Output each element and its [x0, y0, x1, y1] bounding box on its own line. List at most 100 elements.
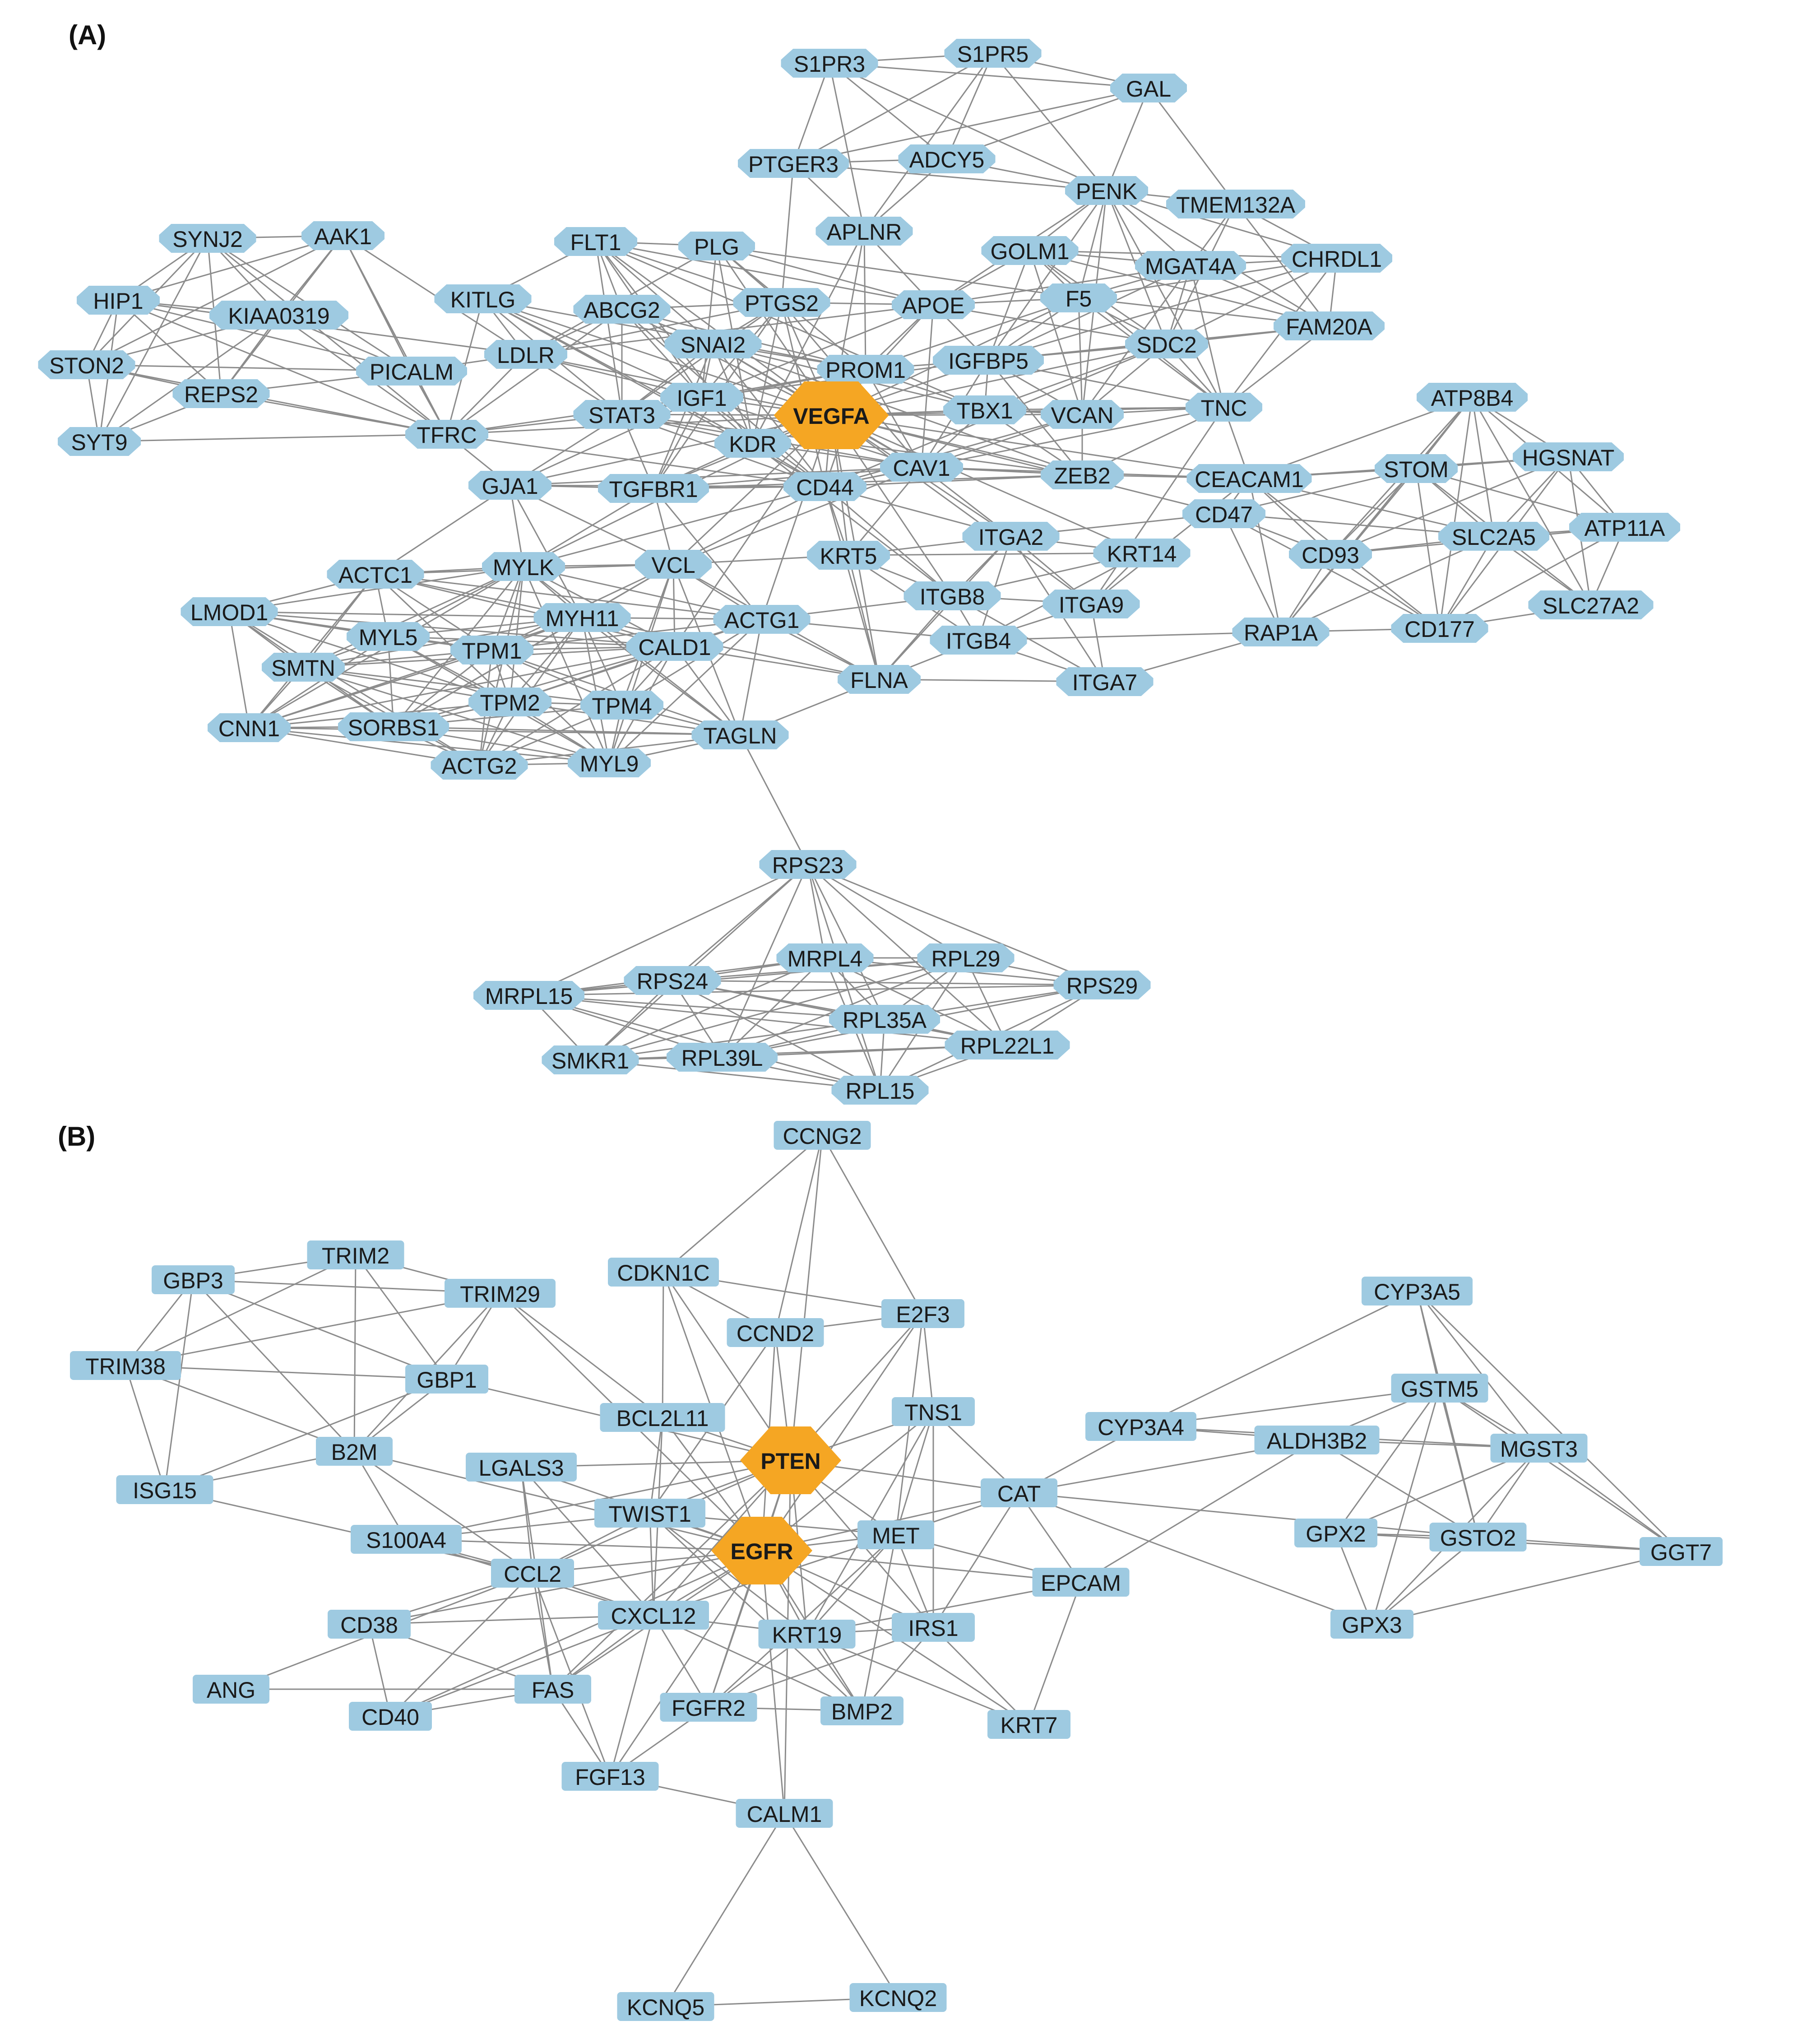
node-label: AAK1: [314, 224, 372, 249]
node-label: CD177: [1404, 617, 1475, 642]
node-fas: FAS: [514, 1675, 591, 1704]
node-slc27a2: SLC27A2: [1528, 590, 1654, 619]
node-label: STOM: [1384, 457, 1449, 482]
node-shape: [573, 295, 671, 324]
edge-cyp3a4-cyp3a5: [1140, 1290, 1418, 1427]
edge-plg-igf1: [701, 246, 718, 398]
node-bcl2l11: BCL2L11: [600, 1403, 725, 1432]
edge-cald1-sorbs1: [393, 646, 675, 728]
edge-mylk-smtn: [303, 566, 524, 668]
edge-aplnr-kdr: [752, 231, 865, 444]
edge-myl5-cnn1: [249, 636, 389, 729]
node-shape: [1110, 74, 1187, 102]
edge-lmod1-myh11: [229, 611, 583, 618]
node-kdr: KDR: [714, 429, 791, 458]
node-shape: [473, 981, 584, 1010]
edge-cxcl12-fgf13: [609, 1615, 654, 1777]
node-shape: [1375, 454, 1458, 483]
edge-vegfa-gja1: [510, 414, 832, 486]
node-shape: [70, 1351, 181, 1380]
node-atp11a: ATP11A: [1569, 513, 1680, 542]
edge-ptger3-ptgs2: [781, 163, 794, 303]
node-shape: [1417, 383, 1528, 412]
edge-flt1-apoe: [595, 241, 934, 306]
node-label: TRIM29: [460, 1282, 540, 1307]
node-label: LDLR: [497, 343, 555, 368]
node-shape: [857, 1520, 934, 1549]
node-twist1: TWIST1: [594, 1499, 705, 1528]
node-label: CYP3A4: [1098, 1415, 1184, 1440]
node-shape: [781, 49, 878, 78]
edge-aak1-tfrc: [342, 235, 448, 435]
edge-aak1-hip1: [118, 235, 343, 301]
node-label: RPL22L1: [960, 1033, 1055, 1059]
node-label: CHRDL1: [1292, 246, 1382, 272]
node-shape: [38, 350, 135, 379]
node-kcnq2: KCNQ2: [849, 1983, 947, 2012]
edge-slc2a5-rap1a: [1280, 535, 1494, 633]
node-rpl15: RPL15: [831, 1076, 929, 1105]
node-label: MYL5: [359, 625, 418, 650]
node-label: S100A4: [366, 1528, 446, 1553]
edge-hip1-reps2: [117, 299, 222, 395]
node-label: RPS23: [772, 853, 843, 878]
node-gpx3: GPX3: [1330, 1610, 1413, 1639]
node-label: GJA1: [482, 474, 538, 499]
node-shape: [434, 284, 532, 313]
edge-mgst3-gsto2: [1477, 1448, 1540, 1538]
node-label: ITGB8: [920, 584, 985, 609]
node-met: MET: [857, 1520, 934, 1549]
node-shape: [1125, 330, 1208, 358]
node-shape: [533, 603, 631, 632]
edge-mrpl4-smkr1: [590, 957, 825, 1061]
node-label: KDR: [729, 432, 777, 457]
edge-flt1-tbx1: [595, 241, 985, 411]
node-rap1a: RAP1A: [1232, 618, 1330, 646]
node-label: APLNR: [827, 219, 902, 245]
edge-trim38-isg15: [125, 1365, 166, 1490]
node-label: SMKR1: [551, 1048, 629, 1073]
edge-synj2-tfrc: [207, 237, 447, 435]
node-shape: [316, 1437, 393, 1466]
node-label: CAT: [997, 1481, 1041, 1506]
node-stat3: STAT3: [573, 400, 671, 429]
edge-ccng2-e2f3: [821, 1135, 924, 1314]
edge-s1pr5-aplnr: [863, 53, 994, 232]
node-reps2: REPS2: [172, 379, 270, 408]
node-shape: [1254, 1426, 1380, 1454]
edge-cxcl12-bmp2: [653, 1614, 862, 1712]
edge-cav1-gja1: [510, 466, 922, 486]
node-krt7: KRT7: [987, 1710, 1070, 1739]
node-label: MRPL4: [788, 946, 863, 971]
edge-s1pr5-adcy5: [946, 53, 994, 159]
edge-kiaa0319-syt9: [99, 314, 279, 442]
edge-rps23-rpl39l: [721, 864, 809, 1058]
node-ceacam1: CEACAM1: [1186, 464, 1312, 493]
node-label: RPL39L: [681, 1045, 763, 1071]
edge-cd38-cd40: [368, 1624, 391, 1717]
node-label: S1PR5: [957, 42, 1029, 67]
node-shape: [733, 288, 830, 317]
node-label: CDKN1C: [617, 1260, 710, 1286]
node-apoe: APOE: [892, 290, 975, 319]
node-label: FGFR2: [672, 1696, 746, 1721]
node-shape: [338, 712, 449, 741]
node-label: GAL: [1126, 76, 1171, 102]
node-label: GBP1: [417, 1367, 477, 1393]
node-label: GOLM1: [990, 239, 1069, 264]
node-shape: [356, 357, 467, 386]
node-ptger3: PTGER3: [738, 149, 849, 178]
node-cyp3a5: CYP3A5: [1362, 1277, 1473, 1305]
edge-mgat4a-igfbp5: [988, 265, 1191, 361]
node-smkr1: SMKR1: [542, 1045, 639, 1074]
node-label: IRS1: [908, 1616, 958, 1641]
node-shape: [711, 1517, 812, 1584]
node-label: EGFR: [731, 1539, 793, 1564]
edge-tmem132a-fam20a: [1235, 204, 1330, 326]
edge-myh11-myl9: [581, 617, 610, 763]
edge-egfr-s100a4: [406, 1538, 762, 1552]
node-shape: [1391, 1374, 1488, 1403]
node-shape: [573, 400, 671, 429]
node-label: ACTG1: [724, 608, 800, 633]
node-label: CAV1: [893, 455, 950, 481]
